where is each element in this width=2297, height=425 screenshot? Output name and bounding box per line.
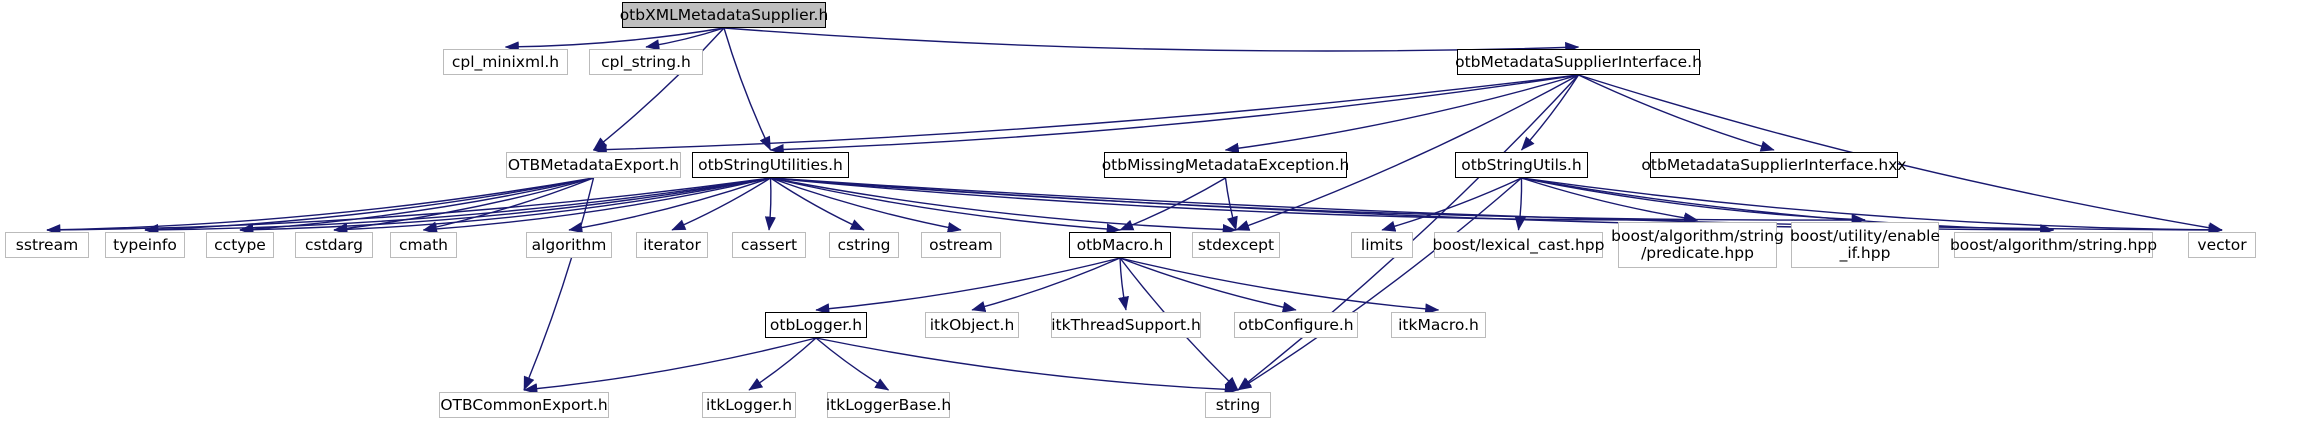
graph-edge bbox=[1117, 257, 1129, 311]
graph-edge bbox=[971, 257, 1121, 312]
graph-edge bbox=[815, 337, 1239, 395]
graph-edge bbox=[770, 177, 1121, 235]
graph-node-itkthreadsupport-h[interactable]: itkThreadSupport.h bbox=[1051, 312, 1201, 338]
graph-node-otbmetadataexport-h[interactable]: OTBMetadataExport.h bbox=[506, 152, 681, 178]
graph-node-otbmacro-h[interactable]: otbMacro.h bbox=[1069, 232, 1171, 258]
graph-edge bbox=[1224, 177, 1238, 231]
graph-node-ostream[interactable]: ostream bbox=[921, 232, 1001, 258]
graph-edge bbox=[723, 27, 772, 151]
graph-node-sstream[interactable]: sstream bbox=[5, 232, 89, 258]
graph-edge bbox=[1224, 74, 1579, 154]
graph-edge bbox=[770, 177, 1237, 236]
graph-node-otblogger-h[interactable]: otbLogger.h bbox=[765, 312, 867, 338]
graph-node-cctype[interactable]: cctype bbox=[206, 232, 274, 258]
graph-edge bbox=[1520, 74, 1580, 151]
graph-edge bbox=[770, 177, 865, 231]
graph-edge bbox=[144, 177, 771, 236]
graph-node-boost-lexical-cast-hpp[interactable]: boost/lexical_cast.hpp bbox=[1433, 232, 1604, 258]
graph-node-iterator[interactable]: iterator bbox=[636, 232, 708, 258]
graph-node-vector[interactable]: vector bbox=[2188, 232, 2256, 258]
graph-edge bbox=[422, 177, 771, 235]
graph-edge bbox=[239, 177, 771, 236]
graph-edge bbox=[333, 177, 771, 236]
graph-edge bbox=[1119, 257, 1440, 315]
graph-edge bbox=[592, 74, 1579, 156]
graph-node-itkmacro-h[interactable]: itkMacro.h bbox=[1391, 312, 1486, 338]
graph-edge bbox=[568, 177, 771, 234]
graph-edge bbox=[769, 74, 1579, 156]
graph-edge bbox=[770, 177, 1866, 226]
graph-node-otbstringutils-h[interactable]: otbStringUtils.h bbox=[1455, 152, 1588, 178]
graph-edge bbox=[1237, 177, 1522, 391]
graph-node-otbmetadatasupplierinterface-h[interactable]: otbMetadataSupplierInterface.h bbox=[1455, 49, 1702, 75]
graph-edge bbox=[1521, 177, 2055, 236]
graph-node-boost-algorithm-string-predicate-hpp[interactable]: boost/algorithm/string /predicate.hpp bbox=[1611, 222, 1784, 268]
graph-edge bbox=[46, 177, 771, 236]
graph-edge bbox=[144, 177, 594, 236]
graph-edge bbox=[770, 177, 962, 233]
graph-edge bbox=[1514, 177, 1526, 231]
graph-edge bbox=[671, 177, 771, 231]
graph-edge bbox=[592, 27, 725, 151]
graph-node-cpl-minixml-h[interactable]: cpl_minixml.h bbox=[443, 49, 568, 75]
graph-edge bbox=[770, 177, 1699, 226]
graph-edge bbox=[239, 177, 594, 235]
graph-edge bbox=[645, 27, 725, 51]
graph-node-cstring[interactable]: cstring bbox=[829, 232, 899, 258]
graph-node-otbxmlmetadatasupplier-h[interactable]: otbXMLMetadataSupplier.h bbox=[620, 2, 828, 28]
graph-edge bbox=[723, 27, 1580, 54]
graph-node-typeinfo[interactable]: typeinfo bbox=[105, 232, 185, 258]
graph-node-itkloggerbase-h[interactable]: itkLoggerBase.h bbox=[826, 392, 951, 418]
graph-node-otbconfigure-h[interactable]: otbConfigure.h bbox=[1234, 312, 1358, 338]
graph-node-cpl-string-h[interactable]: cpl_string.h bbox=[589, 49, 703, 75]
graph-node-boost-algorithm-string-hpp[interactable]: boost/algorithm/string.hpp bbox=[1950, 232, 2157, 258]
graph-edge bbox=[46, 177, 594, 236]
graph-node-otbcommonexport-h[interactable]: OTBCommonExport.h bbox=[439, 392, 609, 418]
graph-edge bbox=[504, 27, 725, 53]
graph-edge bbox=[764, 177, 776, 231]
graph-edge bbox=[523, 177, 595, 391]
graph-edge bbox=[333, 177, 594, 234]
graph-edge bbox=[1119, 177, 1226, 231]
graph-edge bbox=[815, 257, 1121, 315]
graph-node-cmath[interactable]: cmath bbox=[390, 232, 457, 258]
graph-node-otbstringutilities-h[interactable]: otbStringUtilities.h bbox=[692, 152, 849, 178]
graph-node-algorithm[interactable]: algorithm bbox=[526, 232, 612, 258]
graph-edge bbox=[523, 337, 817, 395]
graph-edge bbox=[1521, 177, 1699, 224]
graph-edge bbox=[815, 337, 890, 391]
graph-node-otbmissingmetadataexception-h[interactable]: otbMissingMetadataException.h bbox=[1102, 152, 1349, 178]
graph-edge bbox=[1119, 257, 1297, 313]
graph-node-boost-utility-enable-if-hpp[interactable]: boost/utility/enable _if.hpp bbox=[1790, 222, 1940, 268]
graph-node-cstdarg[interactable]: cstdarg bbox=[295, 232, 373, 258]
graph-node-stdexcept[interactable]: stdexcept bbox=[1192, 232, 1280, 258]
graph-node-cassert[interactable]: cassert bbox=[732, 232, 806, 258]
graph-node-limits[interactable]: limits bbox=[1351, 232, 1413, 258]
graph-node-itkobject-h[interactable]: itkObject.h bbox=[925, 312, 1019, 338]
graph-edge bbox=[1381, 177, 1522, 232]
graph-edge bbox=[770, 177, 2223, 236]
graph-node-otbmetadatasupplierinterface-hxx[interactable]: otbMetadataSupplierInterface.hxx bbox=[1641, 152, 1907, 178]
graph-edge bbox=[1521, 177, 1866, 225]
graph-node-itklogger-h[interactable]: itkLogger.h bbox=[702, 392, 796, 418]
graph-node-string[interactable]: string bbox=[1205, 392, 1271, 418]
graph-edge bbox=[748, 337, 817, 391]
graph-edge bbox=[1578, 74, 1775, 152]
graph-edge bbox=[422, 177, 594, 233]
